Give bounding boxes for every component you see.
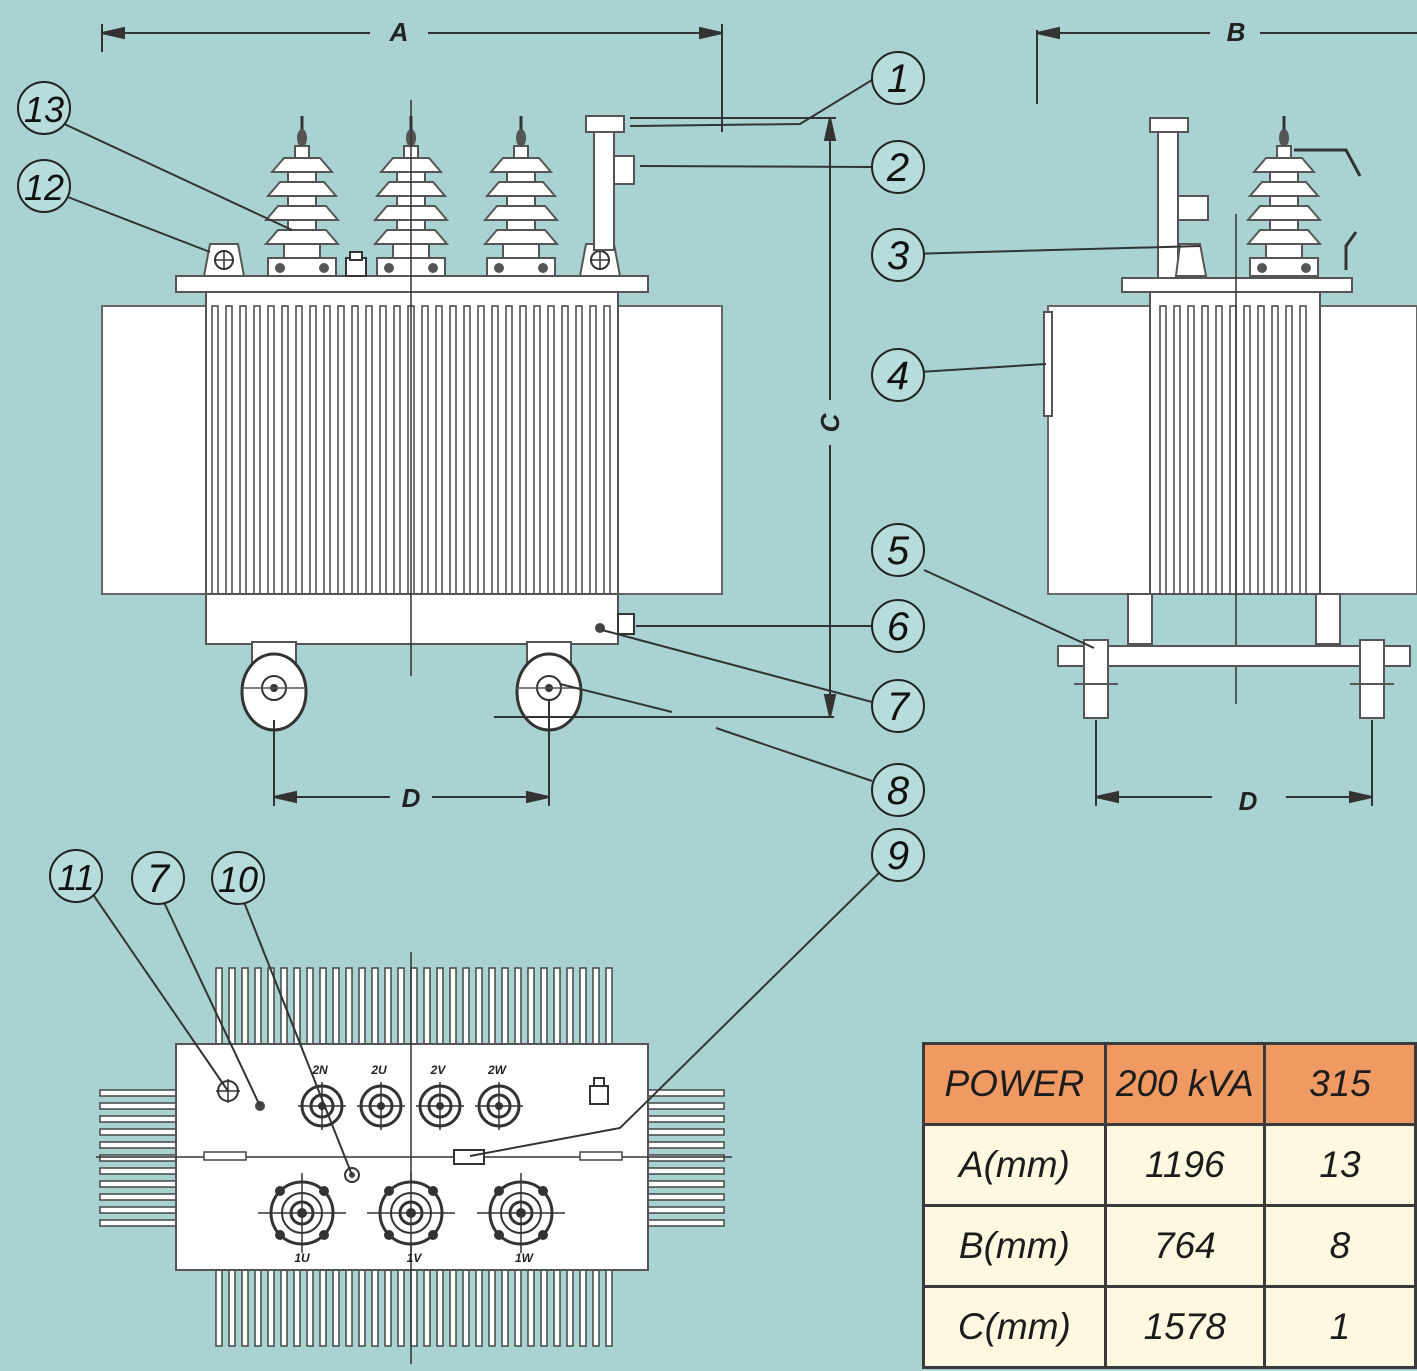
callout-8-label: 8 — [887, 769, 910, 813]
row-label: B(mm) — [922, 1204, 1107, 1288]
callout-8: 8 — [871, 763, 925, 817]
side-left-panel — [1047, 305, 1153, 595]
tank-cover — [175, 275, 649, 293]
callout-7-top: 7 — [131, 851, 185, 905]
top-valve — [589, 1077, 609, 1105]
callout-4: 4 — [871, 348, 925, 402]
side-wheel-left — [1074, 639, 1118, 719]
dimension-d-side — [1095, 720, 1373, 806]
side-view: B — [1036, 17, 1417, 816]
callout-10-label: 10 — [218, 859, 258, 900]
callout-10: 10 — [211, 851, 265, 905]
table-cell: 13 — [1262, 1123, 1417, 1207]
callout-5: 5 — [871, 523, 925, 577]
callout-11-label: 11 — [57, 857, 94, 898]
callout-5-label: 5 — [887, 529, 910, 573]
top-view: 2N 2U 2V 2W 1U 1V 1W — [96, 952, 732, 1364]
table-cell: 764 — [1103, 1204, 1266, 1288]
row-label: C(mm) — [922, 1285, 1107, 1369]
callout-1-label: 1 — [887, 57, 909, 101]
callout-13: 13 — [17, 81, 71, 135]
callout-3: 3 — [871, 228, 925, 282]
side-bushing — [1246, 114, 1322, 278]
oil-level-indicator — [585, 115, 635, 251]
lifting-lug-right — [578, 243, 622, 277]
callout-9-label: 9 — [887, 834, 909, 878]
side-pipe — [1149, 117, 1209, 279]
lv-label-2w: 2W — [487, 1063, 508, 1077]
hv-label-1v: 1V — [407, 1251, 423, 1265]
dimension-a-label: A — [389, 17, 409, 47]
header-200kva: 200 kVA — [1103, 1042, 1266, 1126]
callout-2: 2 — [871, 140, 925, 194]
callout-3-label: 3 — [887, 234, 909, 278]
hv-bushing-3 — [483, 114, 559, 278]
callout-7-top-label: 7 — [147, 857, 171, 901]
wheel-left — [240, 640, 308, 732]
cover-valve — [345, 251, 367, 277]
table-cell: 1196 — [1103, 1123, 1266, 1207]
callout-4-label: 4 — [887, 354, 909, 398]
front-view: A — [101, 17, 845, 813]
callout-1: 1 — [871, 51, 925, 105]
callout-12-label: 12 — [24, 167, 64, 208]
lv-label-2u: 2U — [370, 1063, 387, 1077]
dimension-d-front — [273, 700, 550, 806]
right-side-panel — [615, 305, 723, 595]
top-accessory-9 — [453, 1149, 485, 1165]
hv-label-1u: 1U — [294, 1251, 310, 1265]
lv-label-2v: 2V — [430, 1063, 447, 1077]
hv-bushing-1 — [264, 114, 340, 278]
dimension-b-label: B — [1227, 17, 1246, 47]
table-row: A(mm) 1196 13 — [922, 1123, 1417, 1207]
table-header-row: POWER 200 kVA 315 — [922, 1042, 1417, 1126]
corrugated-fins — [211, 305, 611, 595]
table-cell: 8 — [1262, 1204, 1417, 1288]
dimension-c — [630, 117, 837, 718]
header-315: 315 — [1262, 1042, 1417, 1126]
table-row: C(mm) 1578 1 — [922, 1285, 1417, 1369]
dimension-a — [101, 24, 723, 132]
callout-11: 11 — [49, 849, 103, 903]
callout-6-label: 6 — [887, 605, 910, 649]
callout-7-label: 7 — [887, 685, 911, 729]
base-frame — [1057, 645, 1411, 667]
dimension-b — [1036, 26, 1417, 104]
table-cell: 1 — [1262, 1285, 1417, 1369]
callout-9: 9 — [871, 828, 925, 882]
header-power: POWER — [922, 1042, 1107, 1126]
callout-6: 6 — [871, 599, 925, 653]
callout-12: 12 — [17, 159, 71, 213]
hv-label-1w: 1W — [515, 1251, 535, 1265]
table-cell: 1578 — [1103, 1285, 1266, 1369]
side-right-panel — [1317, 305, 1417, 595]
callout-7: 7 — [871, 679, 925, 733]
dimension-d-side-label: D — [1239, 786, 1258, 816]
side-cover — [1121, 277, 1353, 293]
side-wheel-right — [1350, 639, 1394, 719]
dimension-c-label: C — [815, 412, 845, 432]
callout-13-label: 13 — [24, 89, 64, 130]
table-row: B(mm) 764 8 — [922, 1204, 1417, 1288]
row-label: A(mm) — [922, 1123, 1107, 1207]
dimension-d-front-label: D — [402, 783, 421, 813]
specification-table: POWER 200 kVA 315 A(mm) 1196 13 B(mm) 76… — [922, 1042, 1417, 1369]
lifting-lug-left — [202, 243, 246, 277]
lv-label-2n: 2N — [311, 1063, 328, 1077]
callout-2-label: 2 — [886, 146, 909, 190]
left-side-panel — [101, 305, 209, 595]
